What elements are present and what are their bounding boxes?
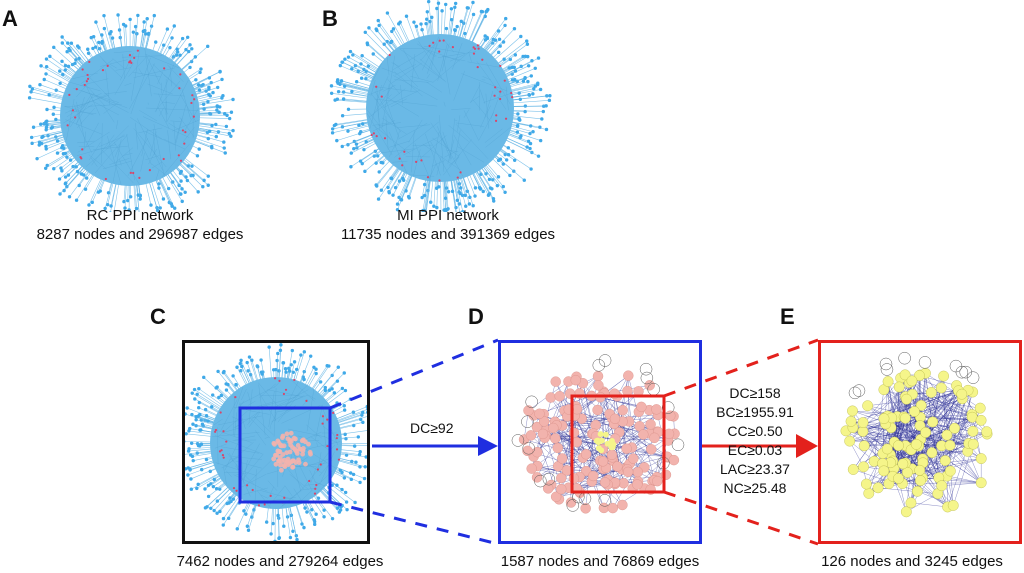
network-d-graphic [511, 354, 685, 514]
criteria-lac: LAC≥23.37 [720, 461, 790, 477]
network-a [10, 12, 250, 212]
criteria-dc: DC≥158 [729, 385, 781, 401]
caption-e: 126 nodes and 3245 edges [821, 553, 1003, 570]
hairball [27, 13, 235, 212]
caption-d: 1587 nodes and 76869 edges [500, 553, 700, 570]
arrow-label-dc92: DC≥92 [410, 420, 454, 436]
hairball [329, 0, 552, 212]
criteria-nc: NC≥25.48 [723, 480, 787, 496]
box-d [498, 340, 702, 544]
network-a-graphic [27, 13, 235, 212]
panel-letter-e: E [780, 304, 795, 329]
criteria-ec: EC≥0.03 [727, 442, 783, 458]
caption-b: MI PPI network 11735 nodes and 391369 ed… [318, 206, 578, 244]
panel-letter-d: D [468, 304, 484, 329]
criteria-cc: CC≥0.50 [727, 423, 783, 439]
criteria-bc: BC≥1955.91 [716, 404, 794, 420]
panel-letter-b: B [322, 6, 338, 31]
network-e-graphic [840, 351, 993, 518]
box-e [818, 340, 1022, 544]
pink-network [511, 354, 685, 514]
network-b [320, 0, 560, 212]
box-c [182, 340, 370, 544]
arrow-c-to-d-head [478, 436, 498, 456]
caption-b-line1: MI PPI network [397, 207, 499, 224]
criteria-list: DC≥158 BC≥1955.91 CC≥0.50 EC≥0.03 LAC≥23… [700, 384, 810, 498]
caption-a-line1: RC PPI network [86, 207, 194, 224]
caption-a: RC PPI network 8287 nodes and 296987 edg… [20, 206, 260, 244]
caption-a-line2: 8287 nodes and 296987 edges [36, 226, 244, 243]
caption-c: 7462 nodes and 279264 edges [176, 553, 384, 570]
network-b-graphic [329, 0, 552, 212]
panel-letter-c: C [150, 304, 166, 329]
network-c-graphic [185, 343, 367, 541]
panel-letter-a: A [2, 6, 18, 31]
caption-b-line2: 11735 nodes and 391369 edges [340, 226, 556, 243]
yellow-network [840, 351, 993, 518]
